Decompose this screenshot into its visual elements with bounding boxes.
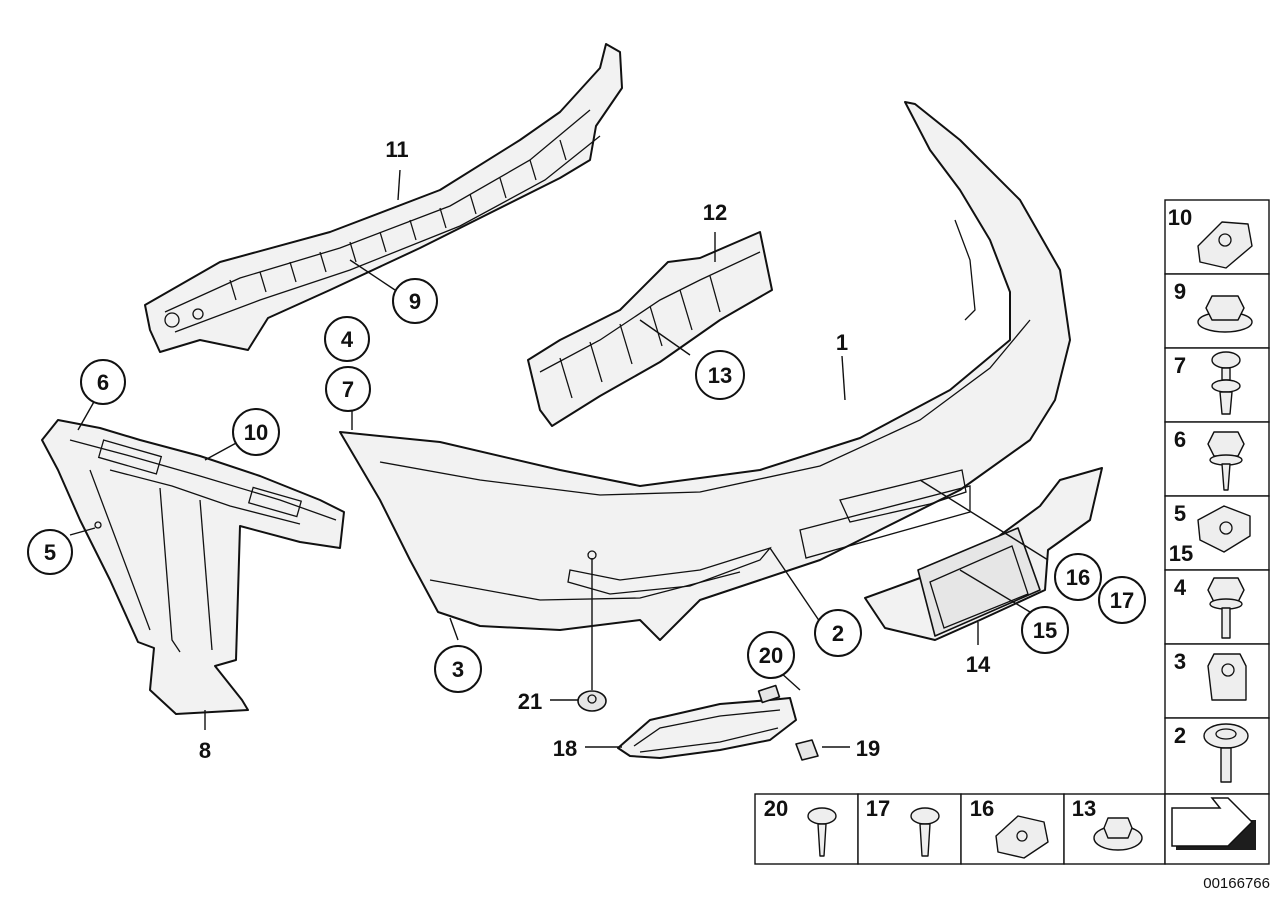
svg-text:6: 6	[97, 370, 109, 395]
expanding-rivet-icon	[1211, 351, 1241, 369]
callout-15: 15	[1021, 606, 1069, 654]
svg-text:10: 10	[244, 420, 268, 445]
label-18: 18	[553, 736, 577, 761]
callout-6: 6	[80, 359, 126, 405]
speed-nut-icon	[1197, 505, 1251, 553]
label-11: 11	[385, 137, 408, 162]
callout-13: 13	[695, 350, 745, 400]
legend-right-0: 10	[1168, 205, 1192, 230]
legend-right-3: 6	[1174, 427, 1186, 452]
legend-bottom-0: 20	[764, 796, 788, 821]
legend-right-6: 3	[1174, 649, 1186, 674]
clip-nut-small-icon	[995, 815, 1049, 859]
callout-7: 7	[325, 366, 371, 412]
label-14: 14	[966, 652, 991, 677]
callout-20: 20	[747, 631, 795, 679]
part-1-bumper-cover	[339, 101, 1071, 641]
svg-text:9: 9	[409, 289, 421, 314]
expansion-nut-icon	[1207, 653, 1247, 701]
direction-arrow-face	[1171, 797, 1254, 847]
legend-right-7: 2	[1174, 723, 1186, 748]
label-8: 8	[199, 738, 211, 763]
svg-text:7: 7	[342, 377, 354, 402]
part-11-bumper-carrier	[144, 43, 623, 353]
part-12-bracket	[527, 231, 773, 427]
callout-17: 17	[1098, 576, 1146, 624]
part-5-side-bracket	[41, 419, 345, 715]
legend-right-2: 7	[1174, 353, 1186, 378]
leader-lines	[69, 169, 1049, 748]
svg-text:13: 13	[708, 363, 732, 388]
callout-16: 16	[1054, 553, 1102, 601]
fastener-legend-right: 10 9 7 6 5 15 4 3 2	[1164, 199, 1270, 795]
label-21: 21	[518, 689, 542, 714]
pan-screw-icon	[807, 807, 837, 825]
callout-9: 9	[392, 278, 438, 324]
svg-text:15: 15	[1033, 618, 1057, 643]
svg-text:4: 4	[341, 327, 354, 352]
flange-screw-icon	[1203, 723, 1249, 749]
legend-right-15: 15	[1169, 541, 1193, 566]
fastener-legend-bottom: 20 17 16 13	[754, 793, 1270, 865]
svg-text:16: 16	[1066, 565, 1090, 590]
legend-right-4: 5	[1174, 501, 1186, 526]
callout-10: 10	[232, 408, 280, 456]
part-18-reflector	[617, 684, 797, 759]
svg-text:3: 3	[452, 657, 464, 682]
svg-text:2: 2	[832, 621, 844, 646]
legend-right-1: 9	[1174, 279, 1186, 304]
callout-5: 5	[27, 529, 73, 575]
callout-4: 4	[324, 316, 370, 362]
label-19: 19	[856, 736, 880, 761]
callout-3: 3	[434, 645, 482, 693]
panhead-screw-icon	[910, 807, 940, 825]
legend-bottom-2: 16	[970, 796, 994, 821]
label-1: 1	[836, 330, 848, 355]
svg-text:20: 20	[759, 643, 783, 668]
hex-screw-icon	[1207, 431, 1245, 457]
svg-text:17: 17	[1110, 588, 1134, 613]
part-19-clip	[795, 739, 819, 761]
legend-bottom-1: 17	[866, 796, 890, 821]
clip-nut-icon	[1197, 221, 1253, 269]
callout-2: 2	[814, 609, 862, 657]
svg-text:5: 5	[44, 540, 56, 565]
part-21-nut	[577, 690, 607, 712]
reference-number: 00166766	[1203, 875, 1270, 892]
legend-right-5: 4	[1174, 575, 1187, 600]
legend-bottom-3: 13	[1072, 796, 1096, 821]
label-12: 12	[703, 200, 727, 225]
